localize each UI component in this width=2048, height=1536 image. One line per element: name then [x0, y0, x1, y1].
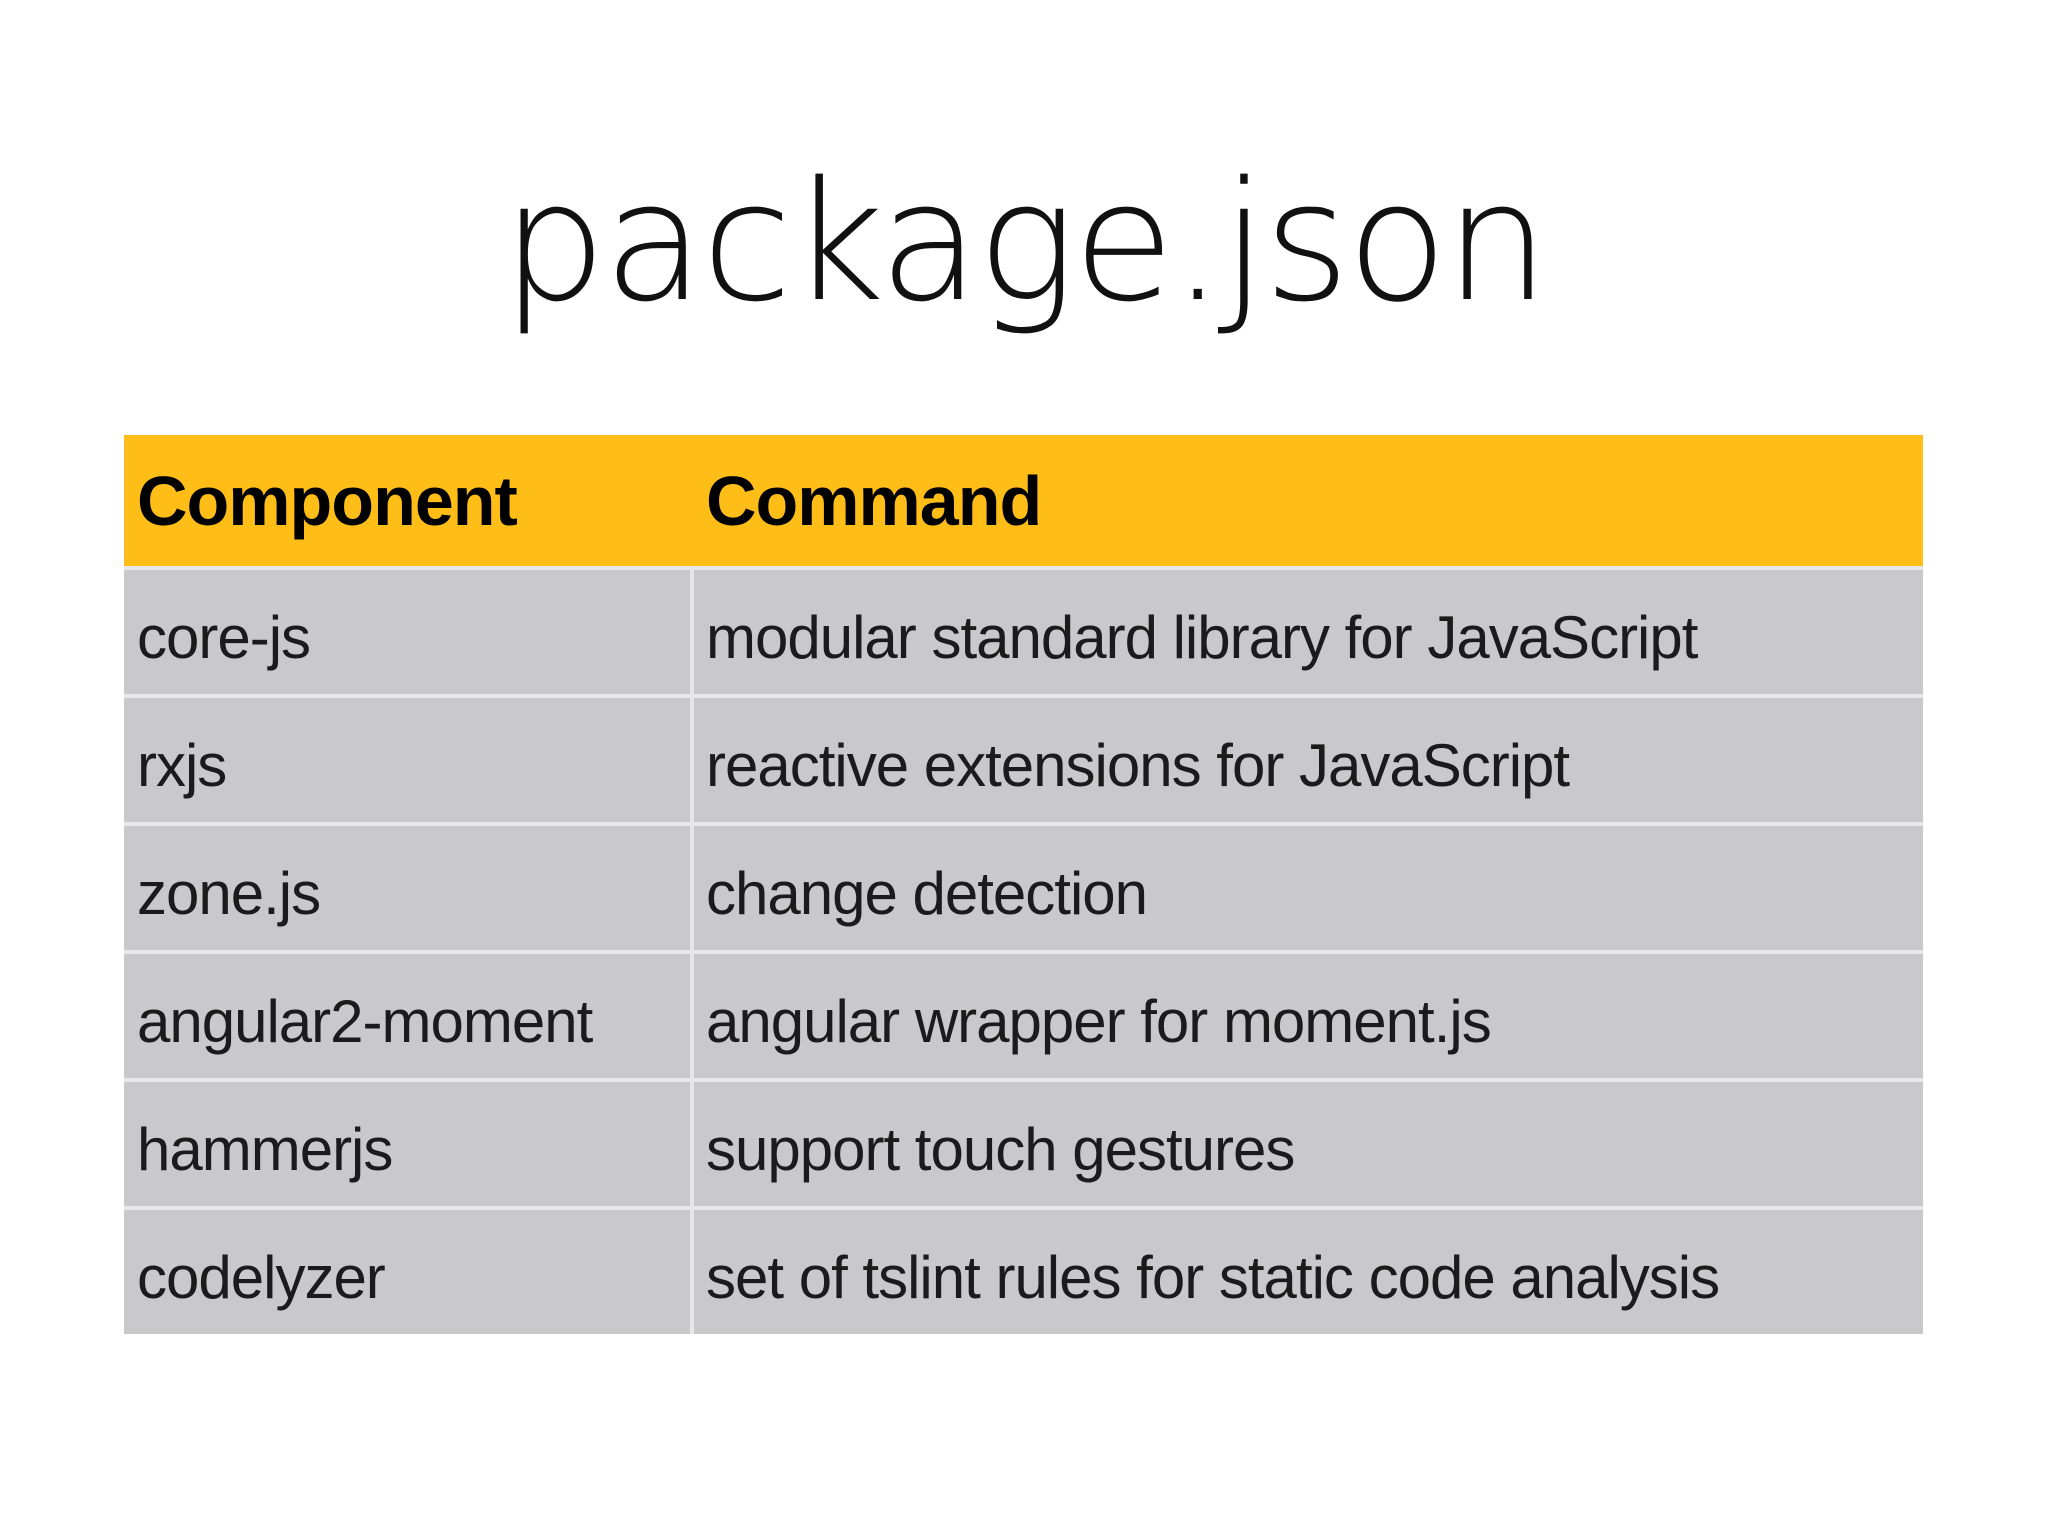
component-cell: angular2-moment	[124, 954, 690, 1078]
command-value: change detection	[706, 859, 1148, 927]
column-divider	[690, 435, 694, 566]
column-divider	[690, 698, 694, 822]
command-cell: modular standard library for JavaScript	[694, 570, 1923, 694]
table-row: angular2-moment angular wrapper for mome…	[124, 950, 1923, 1078]
command-cell: reactive extensions for JavaScript	[694, 698, 1923, 822]
component-value: zone.js	[137, 859, 321, 927]
command-value: angular wrapper for moment.js	[706, 987, 1492, 1055]
component-cell: rxjs	[124, 698, 690, 822]
command-value: support touch gestures	[706, 1115, 1295, 1183]
component-value: codelyzer	[137, 1243, 386, 1311]
component-value: core-js	[137, 603, 311, 671]
component-cell: core-js	[124, 570, 690, 694]
column-header-component: Component	[124, 435, 690, 566]
command-cell: change detection	[694, 826, 1923, 950]
component-value: hammerjs	[137, 1115, 393, 1183]
component-cell: codelyzer	[124, 1210, 690, 1334]
column-header-command-label: Command	[706, 461, 1042, 540]
package-table: Component Command core-js modular standa…	[124, 435, 1923, 1334]
command-cell: support touch gestures	[694, 1082, 1923, 1206]
column-header-command: Command	[694, 435, 1923, 566]
column-divider	[690, 570, 694, 694]
column-divider	[690, 826, 694, 950]
table-row: codelyzer set of tslint rules for static…	[124, 1206, 1923, 1334]
page-title: package.json	[501, 146, 1550, 338]
command-value: reactive extensions for JavaScript	[706, 731, 1570, 799]
table-row: rxjs reactive extensions for JavaScript	[124, 694, 1923, 822]
column-divider	[690, 1082, 694, 1206]
column-header-component-label: Component	[137, 461, 518, 540]
table-row: zone.js change detection	[124, 822, 1923, 950]
component-value: angular2-moment	[137, 987, 593, 1055]
command-value: set of tslint rules for static code anal…	[706, 1243, 1720, 1311]
table-row: hammerjs support touch gestures	[124, 1078, 1923, 1206]
column-divider	[690, 954, 694, 1078]
component-cell: zone.js	[124, 826, 690, 950]
command-cell: set of tslint rules for static code anal…	[694, 1210, 1923, 1334]
command-cell: angular wrapper for moment.js	[694, 954, 1923, 1078]
component-value: rxjs	[137, 731, 227, 799]
column-divider	[690, 1210, 694, 1334]
component-cell: hammerjs	[124, 1082, 690, 1206]
command-value: modular standard library for JavaScript	[706, 603, 1698, 671]
table-row: core-js modular standard library for Jav…	[124, 566, 1923, 694]
table-header-row: Component Command	[124, 435, 1923, 566]
